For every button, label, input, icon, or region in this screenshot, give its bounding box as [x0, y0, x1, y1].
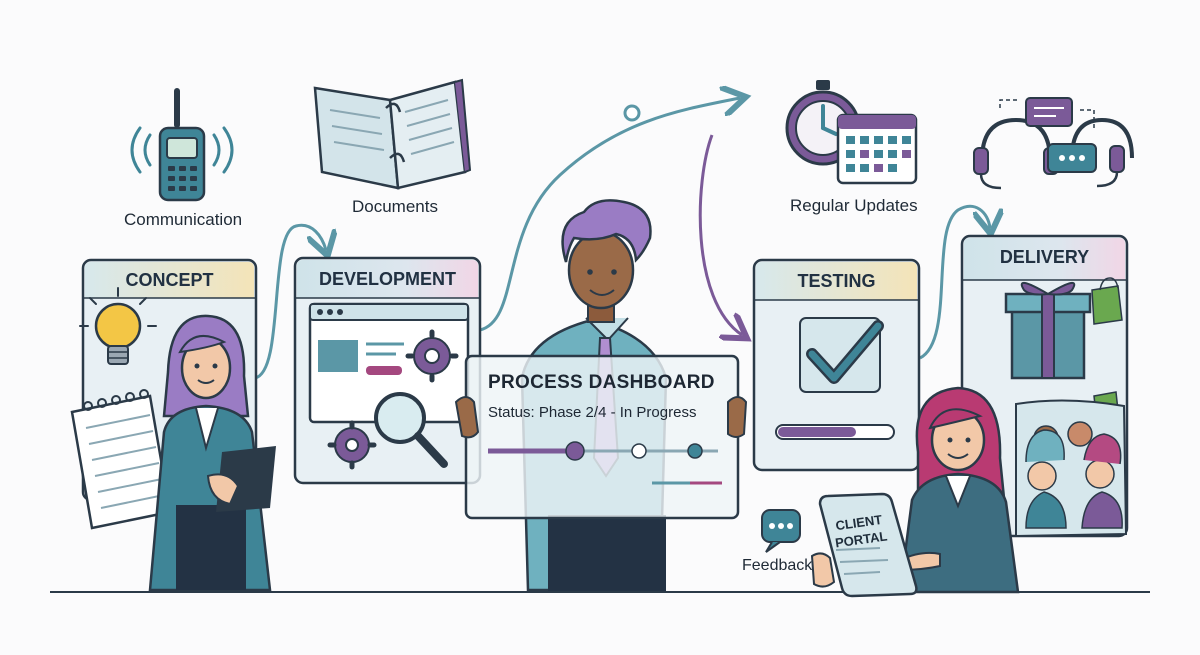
dashboard-phase-2	[631, 443, 647, 459]
dashboard-phase-3	[687, 443, 703, 459]
gift-box-icon	[1004, 282, 1092, 380]
documents-label: Documents	[352, 197, 438, 216]
arrow-top-to-testing	[698, 134, 742, 335]
concept-title: CONCEPT	[125, 270, 214, 290]
chat-bubble-icon	[761, 509, 801, 553]
browser-gear-icon	[308, 302, 470, 470]
communication-label: Communication	[124, 210, 243, 229]
arrow-dashboard-to-top	[479, 98, 740, 332]
stopwatch-calendar-icon	[785, 80, 918, 185]
walkie-talkie-icon	[130, 88, 234, 202]
delivery-title: DELIVERY	[999, 247, 1090, 267]
arrow-concept-to-development	[254, 223, 326, 380]
dashboard-phase-1	[565, 441, 585, 461]
person-concept-woman	[148, 314, 276, 592]
client-portal-tablet	[810, 492, 918, 598]
dashboard-progress-track	[488, 441, 722, 485]
dashboard-title: PROCESS DASHBOARD	[488, 372, 715, 393]
lightbulb-icon	[79, 287, 157, 365]
feedback-label: Feedback	[742, 557, 813, 574]
hands-holding-panel	[454, 396, 748, 439]
person-portal-woman	[898, 386, 1020, 594]
testing-progress-bar	[775, 424, 895, 440]
regular-updates-label: Regular Updates	[790, 196, 918, 215]
delivery-team-panel	[1015, 399, 1128, 538]
checkmark-icon	[799, 317, 884, 393]
open-binder-icon	[313, 78, 472, 190]
testing-title: TESTING	[797, 271, 876, 291]
arrow-node-dot	[623, 104, 641, 122]
dashboard-status: Status: Phase 2/4 - In Progress	[488, 404, 697, 421]
headset-chat-icon	[973, 97, 1134, 190]
arrow-testing-to-delivery	[919, 204, 990, 360]
development-title: DEVELOPMENT	[318, 269, 456, 289]
